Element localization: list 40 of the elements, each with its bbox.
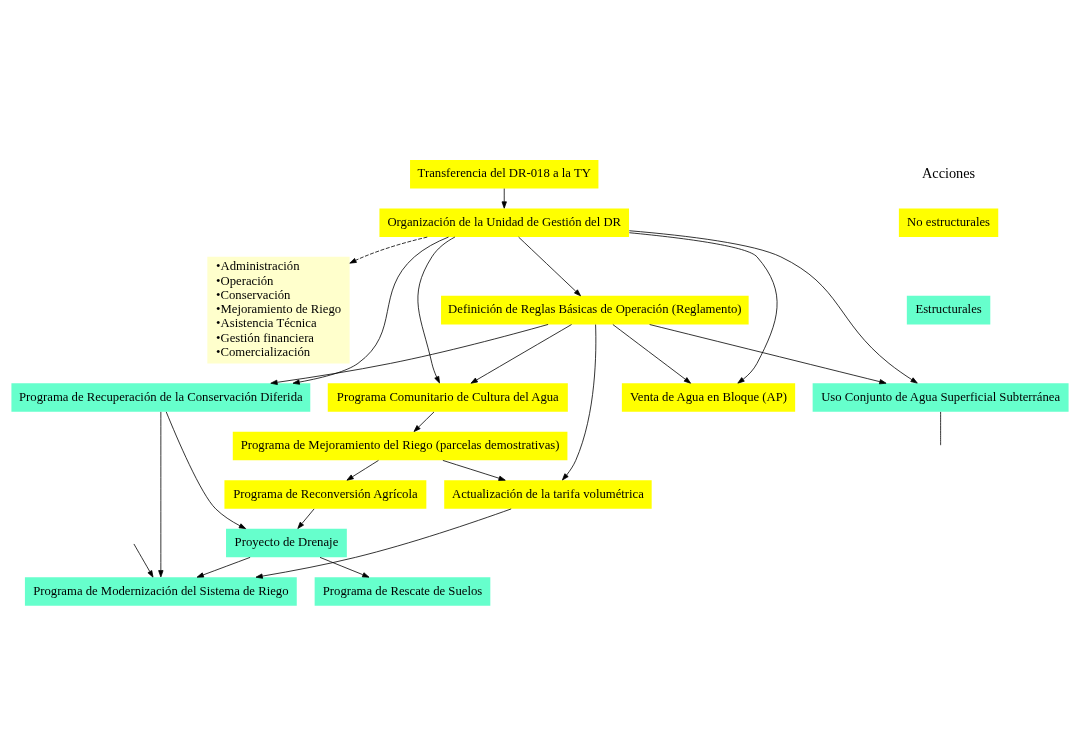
legend-label: No estructurales bbox=[907, 214, 991, 229]
arrow bbox=[292, 236, 449, 385]
node-box: Programa de Rescate de Suelos bbox=[314, 576, 491, 606]
arrow bbox=[413, 411, 435, 432]
node-box: Programa de Recuperación de la Conservación Diferida bbox=[11, 382, 311, 412]
node-box: Programa Comunitario de Cultura del Agua bbox=[327, 382, 568, 412]
arrow bbox=[518, 236, 581, 296]
arrow bbox=[349, 236, 428, 264]
node-box: Programa de Mejoramiento del Riego (parcelas demostrativas) bbox=[232, 431, 568, 460]
arrow bbox=[442, 459, 506, 481]
node-box: Transferencia del DR-018 a la TY bbox=[410, 159, 599, 188]
arrow bbox=[346, 459, 379, 481]
node-box: Programa de Reconversión Agrícola bbox=[224, 479, 427, 509]
node-box: Programa de Modernización del Sistema de Riego bbox=[24, 576, 297, 606]
arrow bbox=[297, 508, 315, 529]
label: Acciones bbox=[921, 164, 976, 181]
arrow bbox=[612, 323, 691, 384]
arrow bbox=[319, 556, 370, 578]
arrow bbox=[133, 543, 154, 578]
arrow bbox=[196, 556, 251, 578]
node-box: Actualización de la tarifa volumétrica bbox=[444, 479, 652, 509]
node-box: •Administración •Operación •Conservación •Mejoramiento de Riego •Asistencia Técnica •Gestión financiera •Comercialización bbox=[207, 256, 350, 363]
arrow bbox=[165, 411, 247, 529]
arrow bbox=[501, 187, 507, 209]
arrow bbox=[628, 231, 778, 384]
node-box: Proyecto de Drenaje bbox=[226, 528, 347, 557]
arrow bbox=[255, 508, 512, 579]
arrow bbox=[562, 323, 597, 480]
node-box: Definición de Reglas Básicas de Operación (Reglamento) bbox=[441, 295, 749, 324]
arrow bbox=[470, 323, 572, 384]
node-box: Venta de Agua en Bloque (AP) bbox=[621, 382, 796, 412]
arrow bbox=[628, 229, 918, 383]
arrow bbox=[270, 323, 549, 385]
node-box: Organización de la Unidad de Gestión del DR bbox=[379, 207, 630, 237]
arrow bbox=[417, 236, 456, 383]
arrow bbox=[649, 323, 887, 384]
arrow bbox=[158, 411, 164, 577]
node-box: Uso Conjunto de Agua Superficial Subterránea bbox=[812, 382, 1069, 412]
legend-label: Estructurales bbox=[915, 301, 982, 316]
connector bbox=[940, 411, 941, 446]
